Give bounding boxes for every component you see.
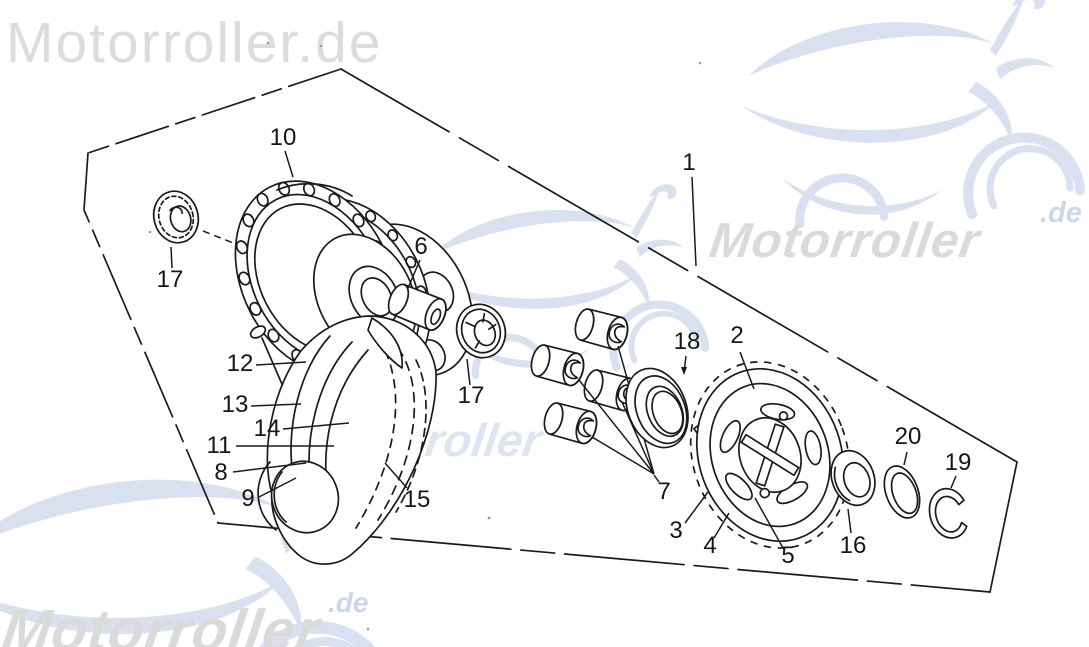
part-number-1: 1	[682, 149, 695, 176]
circlip-19-drawing	[928, 487, 968, 539]
leader-line-3	[684, 491, 709, 524]
leader-line-6	[407, 259, 421, 289]
leader-line-20	[903, 451, 908, 466]
watermark-suffix-right: .de	[1040, 197, 1082, 229]
callout-part-17: 17	[458, 358, 485, 409]
leader-line-15	[384, 462, 408, 489]
part-number-3: 3	[669, 517, 682, 544]
callout-part-4: 4	[703, 512, 730, 559]
callout-part-8: 8	[214, 459, 307, 486]
callout-part-18: 18	[674, 328, 701, 374]
tire-section-drawing	[257, 315, 437, 565]
leader-line-7	[653, 474, 660, 483]
part-number-10: 10	[270, 124, 297, 151]
part-number-16: 16	[840, 532, 867, 559]
leader-line-12	[255, 361, 307, 366]
part-number-6: 6	[414, 233, 427, 260]
part-number-11: 11	[207, 432, 232, 459]
watermark-word-bottom: Motorroller	[0, 598, 327, 647]
leader-line-14	[282, 422, 350, 430]
callout-part-15: 15	[384, 462, 431, 513]
bearing-17-center-drawing	[455, 303, 507, 359]
callout-part-9: 9	[241, 477, 297, 512]
exploded-drawing	[152, 180, 968, 565]
part-number-5: 5	[781, 542, 794, 569]
sprocket-drawing	[689, 361, 851, 549]
leader-line-18	[683, 355, 687, 374]
callout-part-2: 2	[730, 322, 755, 390]
callout-part-16: 16	[840, 508, 867, 559]
leader-line-2	[739, 351, 755, 390]
leader-line-17	[466, 358, 471, 386]
leader-line-9	[258, 477, 297, 498]
watermark-word-right: Motorroller	[706, 213, 985, 268]
callout-part-1: 1	[682, 149, 697, 267]
callout-part-7: 7	[653, 474, 671, 505]
part-number-4: 4	[703, 532, 716, 559]
part-number-15: 15	[404, 486, 431, 513]
leader-line-8	[232, 462, 307, 473]
part-number-2: 2	[730, 322, 743, 349]
callout-part-11: 11	[207, 432, 334, 459]
part-number-20: 20	[895, 423, 922, 450]
leader-line-16	[847, 508, 852, 534]
part-number-17: 17	[458, 382, 485, 409]
watermark-suffix-bottom: .de	[328, 587, 368, 618]
site-logo-text: Motorroller.de	[6, 11, 383, 75]
leader-line-13	[250, 403, 302, 407]
part-number-17: 17	[157, 266, 184, 293]
callout-part-14: 14	[254, 415, 350, 442]
leader-line-1	[691, 176, 697, 267]
callout-part-19: 19	[945, 449, 972, 489]
bearing-17-dashed-leader	[202, 230, 257, 253]
leader-line-4	[713, 512, 730, 539]
washer-20-drawing	[883, 465, 921, 519]
leader-line-19	[950, 475, 957, 489]
callout-part-6: 6	[407, 233, 428, 289]
callout-part-20: 20	[895, 423, 922, 466]
part-number-14: 14	[254, 415, 281, 442]
part-number-18: 18	[674, 328, 701, 355]
callout-part-12: 12	[227, 350, 307, 377]
callout-part-17: 17	[157, 246, 184, 293]
seal-18-drawing	[625, 367, 689, 449]
part-number-12: 12	[227, 350, 254, 377]
callout-part-10: 10	[270, 124, 297, 178]
callout-part-13: 13	[222, 391, 302, 418]
spacer-ring-16-drawing	[830, 449, 876, 507]
leader-line-5	[754, 497, 784, 549]
leader-line-17	[170, 246, 173, 269]
part-number-7: 7	[657, 478, 670, 505]
bearing-17-left-drawing	[152, 190, 200, 244]
diagram-border	[83, 68, 1018, 593]
part-number-9: 9	[241, 485, 254, 512]
part-number-8: 8	[214, 459, 227, 486]
callout-part-5: 5	[754, 497, 795, 569]
callout-part-3: 3	[669, 491, 709, 544]
scooter-watermark-top-right	[742, 0, 1080, 224]
part-number-19: 19	[945, 449, 972, 476]
part-number-13: 13	[222, 391, 249, 418]
spacer-sleeve-6-drawing	[387, 283, 447, 332]
leader-line-10	[284, 150, 294, 178]
